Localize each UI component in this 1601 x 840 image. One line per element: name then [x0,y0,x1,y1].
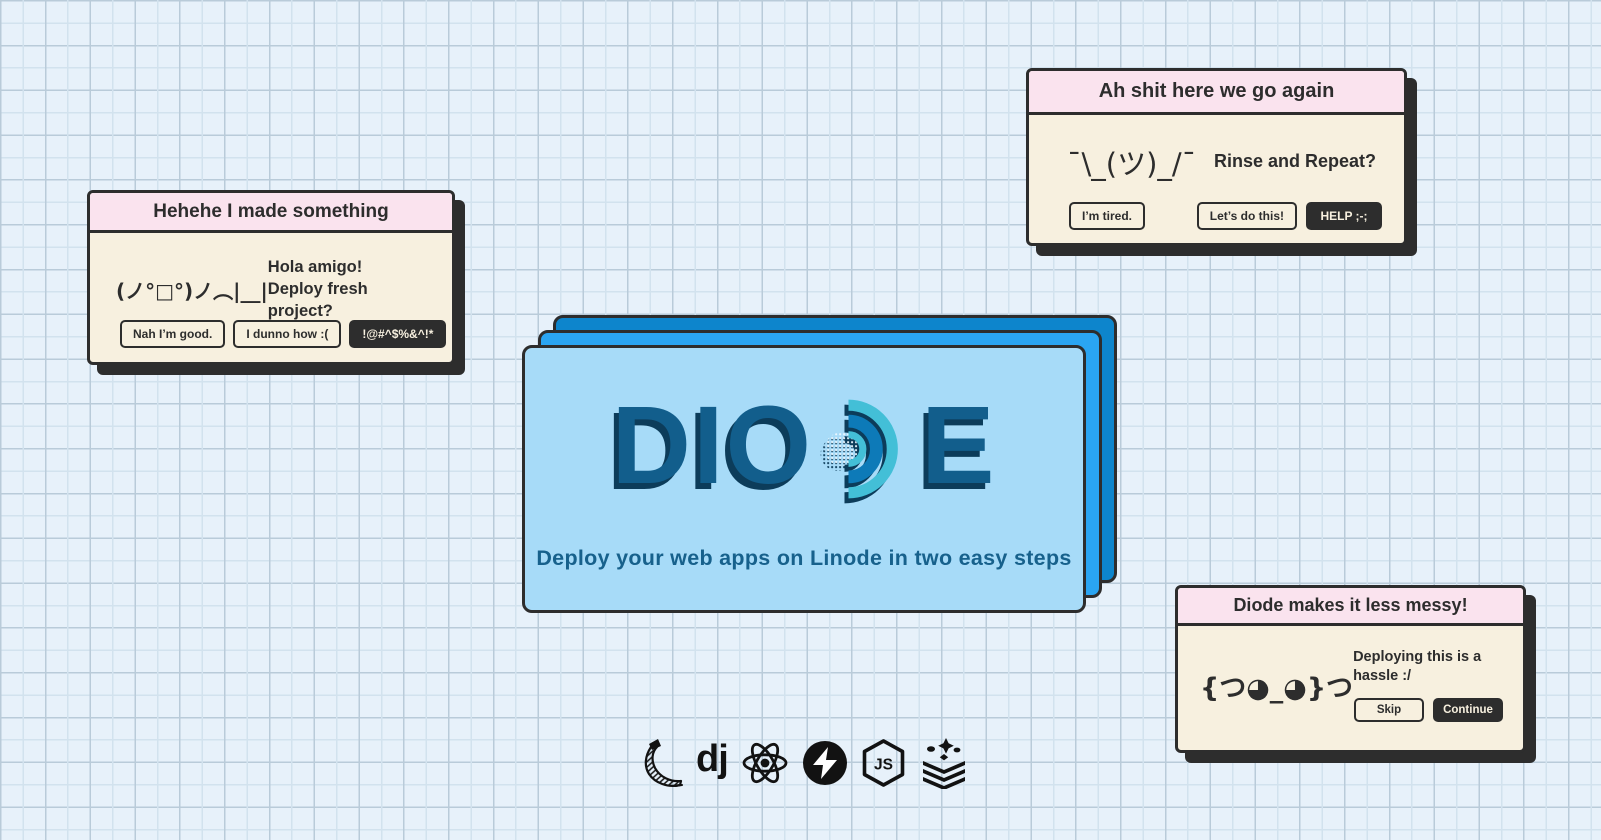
brand-tagline: Deploy your web apps on Linode in two ea… [536,546,1072,570]
hero-card-front: DIO E Deploy your web apps on Linode in … [522,345,1086,613]
message-line-2: Deploy fresh project? [267,279,368,320]
rage-button[interactable]: !@#^$%&^!* [349,320,447,348]
message-line-2: hassle :/ [1353,668,1412,685]
message-line-1: Hola amigo! [267,258,363,276]
brand-letters-dio: DIO [611,384,814,507]
dialog-title: Ah shit here we go again [1098,80,1335,102]
brand-wordmark: DIO E [612,376,997,516]
nodejs-icon: JS [862,739,905,787]
react-icon [742,742,788,784]
help-button[interactable]: HELP ;-; [1306,202,1382,230]
fastapi-icon [802,741,847,785]
svg-text:JS: JS [874,757,893,774]
continue-button[interactable]: Continue [1433,698,1503,723]
dialog-here-we-go-again: Ah shit here we go again ¯\_(ツ)_/¯ Rinse… [1026,68,1407,246]
stack-layers-icon [922,738,965,789]
dialog-titlebar: Hehehe I made something [90,193,452,233]
lets-do-this-button[interactable]: Let’s do this! [1196,202,1297,230]
dialog-title: Hehehe I made something [153,200,389,222]
skip-button[interactable]: Skip [1354,698,1424,723]
dialog-made-something: Hehehe I made something (ノ°□°)ノ︵|__| Hol… [87,190,455,365]
table-flip-emoticon: (ノ°□°)ノ︵|__| [116,279,268,304]
dunno-how-button[interactable]: I dunno how :( [233,320,342,348]
dialog-title: Diode makes it less messy! [1233,595,1468,615]
flask-icon [644,738,683,787]
dialog-titlebar: Ah shit here we go again [1029,71,1404,115]
dialog-less-messy: Diode makes it less messy! {つ◕_◕}つ Deplo… [1175,585,1526,753]
shrug-emoticon: ¯\_(ツ)_/¯ [1067,147,1197,181]
hug-emoticon: {つ◕_◕}つ [1200,672,1354,704]
dialog-message: Rinse and Repeat? [1213,151,1376,172]
message-line-1: Deploying this is a [1353,649,1482,665]
nah-im-good-button[interactable]: Nah I’m good. [120,320,226,348]
brand-letter-e: E [921,384,997,507]
diode-arcs-logo-icon [824,399,898,499]
dialog-message: Deploying this is a hassle :/ [1353,648,1503,686]
im-tired-button[interactable]: I’m tired. [1069,202,1146,230]
dialog-message: Hola amigo! Deploy fresh project? [268,257,428,322]
tech-logos-row: dj JS [637,736,969,790]
dialog-titlebar: Diode makes it less messy! [1178,588,1523,626]
django-icon: dj [696,738,729,780]
